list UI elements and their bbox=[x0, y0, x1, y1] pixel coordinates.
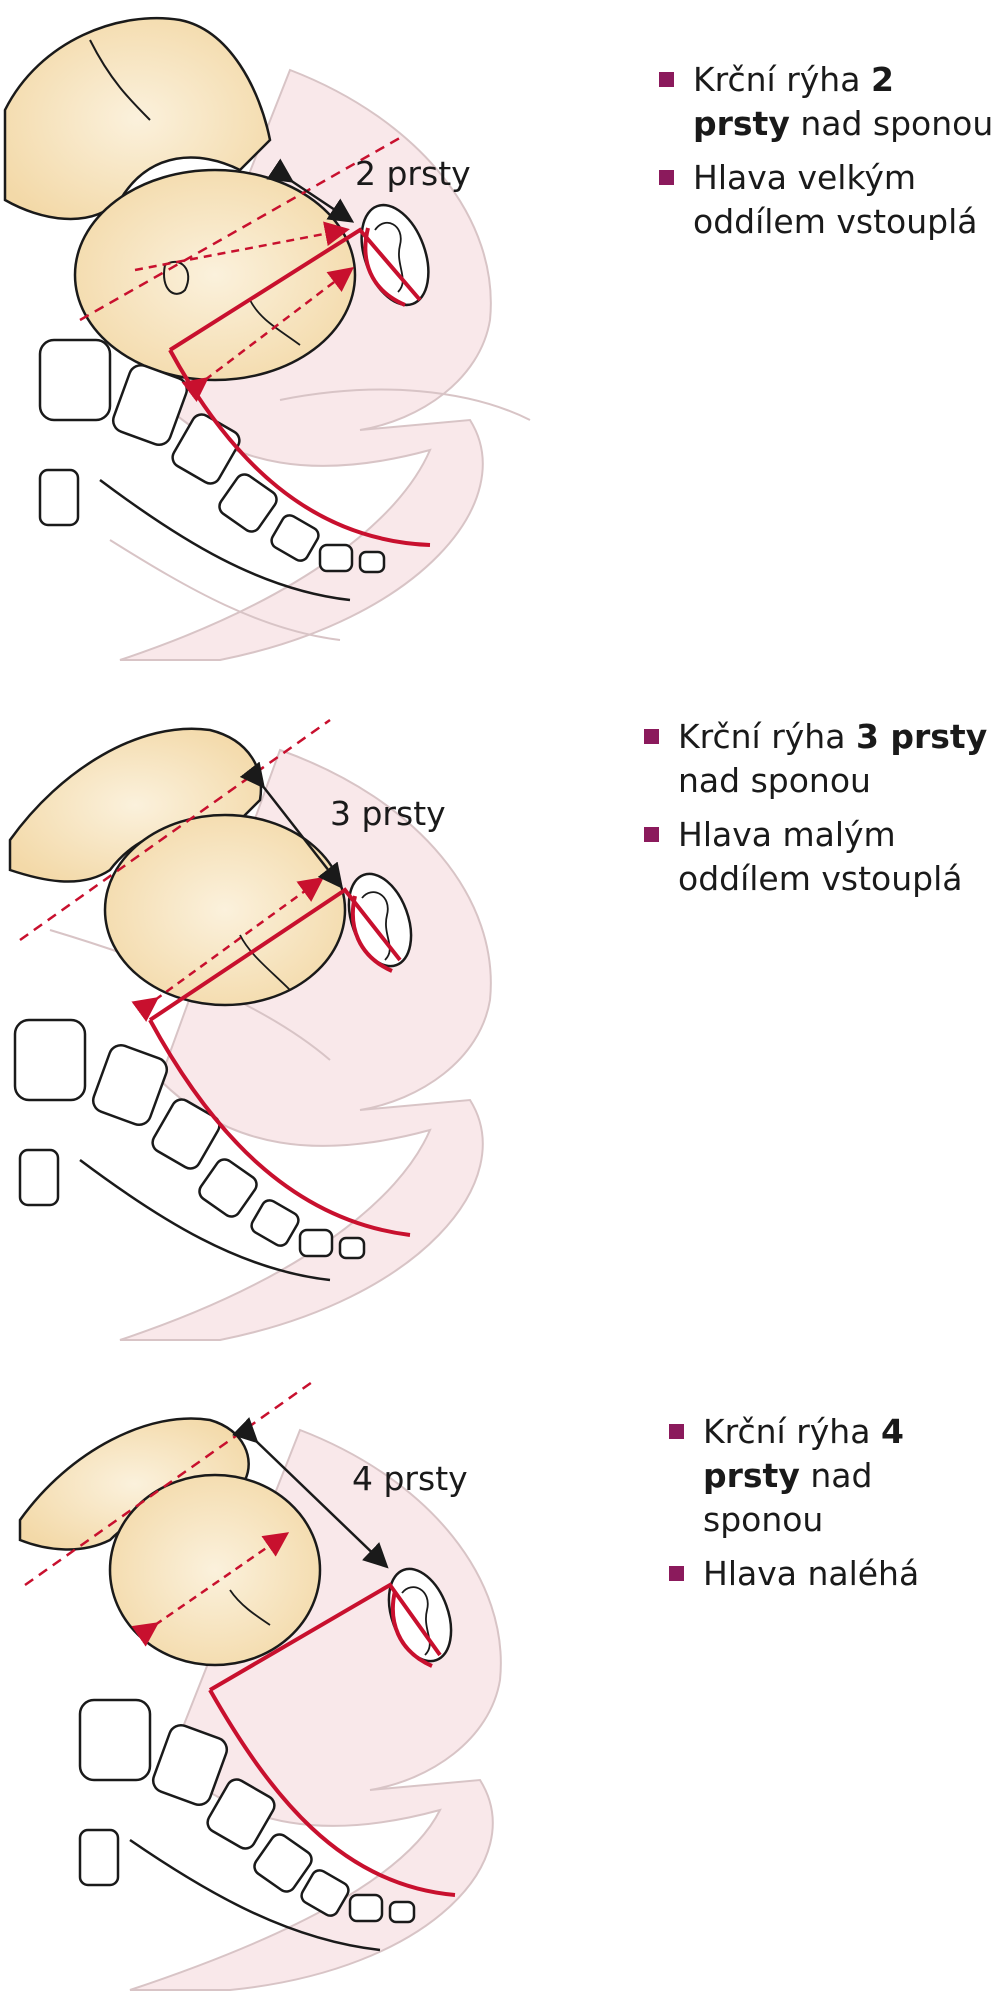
pelvic-plane-line bbox=[168, 227, 422, 352]
vertebra bbox=[38, 338, 112, 422]
vertebra bbox=[298, 1228, 334, 1258]
note-item: Krční rýha 3 prsty nad sponou bbox=[640, 715, 995, 803]
sacral-outline bbox=[99, 478, 351, 602]
pelvis-illustration-3: 4 prsty bbox=[18, 1378, 502, 1991]
fingers-label: 2 prsty bbox=[355, 154, 471, 193]
vertebra bbox=[91, 1043, 169, 1127]
tissue-contour bbox=[109, 539, 341, 641]
vertebra bbox=[348, 1893, 384, 1923]
symphysis-detail bbox=[401, 1586, 431, 1656]
fingers-distance-arrow bbox=[266, 158, 355, 223]
fetal-neck-line bbox=[89, 39, 151, 121]
bullet-square bbox=[659, 72, 674, 87]
note-item: Krční rýha 2 prsty nad sponou bbox=[655, 58, 995, 146]
bullet-square bbox=[659, 170, 674, 185]
notes-list-2: Krční rýha 3 prsty nad sponou Hlava malý… bbox=[640, 715, 995, 911]
note-item: Hlava velkým oddílem vstouplá bbox=[655, 156, 995, 244]
vertebra bbox=[38, 468, 80, 527]
dashed-head-diameter bbox=[131, 877, 325, 1022]
vertebra bbox=[198, 1158, 258, 1218]
vertebra bbox=[206, 1778, 276, 1850]
note-item: Hlava naléhá bbox=[665, 1552, 995, 1596]
dashed-reference-line bbox=[19, 718, 331, 942]
vertebra bbox=[250, 1199, 300, 1247]
note-item: Hlava malým oddílem vstouplá bbox=[640, 813, 995, 901]
dashed-head-width bbox=[134, 221, 350, 272]
vertebra bbox=[388, 1900, 416, 1924]
fingers-label: 4 prsty bbox=[352, 1459, 468, 1498]
fetal-head bbox=[73, 168, 357, 382]
vertebra bbox=[318, 543, 354, 573]
note-item: Krční rýha 4 prsty nad sponou bbox=[665, 1410, 995, 1542]
vertebra bbox=[218, 473, 278, 533]
sacral-outline bbox=[129, 1838, 381, 1952]
vertebra bbox=[253, 1833, 313, 1893]
station-panel-2: 3 prsty Krční rýha 3 prsty nad sponou Hl… bbox=[0, 690, 1000, 1356]
bullet-square bbox=[669, 1424, 684, 1439]
vertebra bbox=[151, 1098, 221, 1170]
pelvic-plane-line bbox=[148, 887, 402, 1022]
pelvis-illustration-1: 2 prsty bbox=[3, 16, 531, 661]
sacral-red-curve bbox=[168, 349, 431, 547]
pelvic-plane-line bbox=[208, 1582, 442, 1692]
fingers-distance-arrow bbox=[231, 1417, 389, 1569]
symphysis-red-edge bbox=[350, 895, 393, 973]
vertebra bbox=[78, 1828, 120, 1887]
pelvis-illustration-2: 3 prsty bbox=[8, 718, 492, 1341]
sacral-outline bbox=[79, 1158, 331, 1282]
bullet-square bbox=[669, 1566, 684, 1581]
notes-list-3: Krční rýha 4 prsty nad sponou Hlava nalé… bbox=[665, 1410, 995, 1606]
vertebra bbox=[13, 1018, 87, 1102]
dashed-head-diameter bbox=[181, 266, 354, 403]
symphysis-red-edge bbox=[390, 1590, 433, 1668]
vertebra bbox=[78, 1698, 152, 1782]
vertebra bbox=[270, 514, 320, 562]
vertebra bbox=[338, 1236, 366, 1260]
vertebra bbox=[300, 1869, 350, 1917]
vertebra bbox=[358, 550, 386, 574]
station-panel-1: 2 prsty Krční rýha 2 prsty nad sponou Hl… bbox=[0, 0, 1000, 666]
vertebra bbox=[18, 1148, 60, 1207]
fetal-shoulder bbox=[3, 16, 272, 221]
vertebra bbox=[111, 363, 189, 447]
sacral-red-curve bbox=[148, 1019, 411, 1237]
sacral-red-curve bbox=[208, 1689, 456, 1897]
vertebra bbox=[151, 1723, 229, 1807]
fingers-label: 3 prsty bbox=[330, 794, 446, 833]
notes-list-1: Krční rýha 2 prsty nad sponou Hlava velk… bbox=[655, 58, 995, 254]
dashed-reference-line bbox=[24, 1378, 316, 1587]
fingers-distance-arrow bbox=[239, 761, 344, 889]
bullet-square bbox=[644, 827, 659, 842]
bullet-square bbox=[644, 729, 659, 744]
station-panel-3: 4 prsty Krční rýha 4 prsty nad sponou Hl… bbox=[0, 1340, 1000, 2006]
